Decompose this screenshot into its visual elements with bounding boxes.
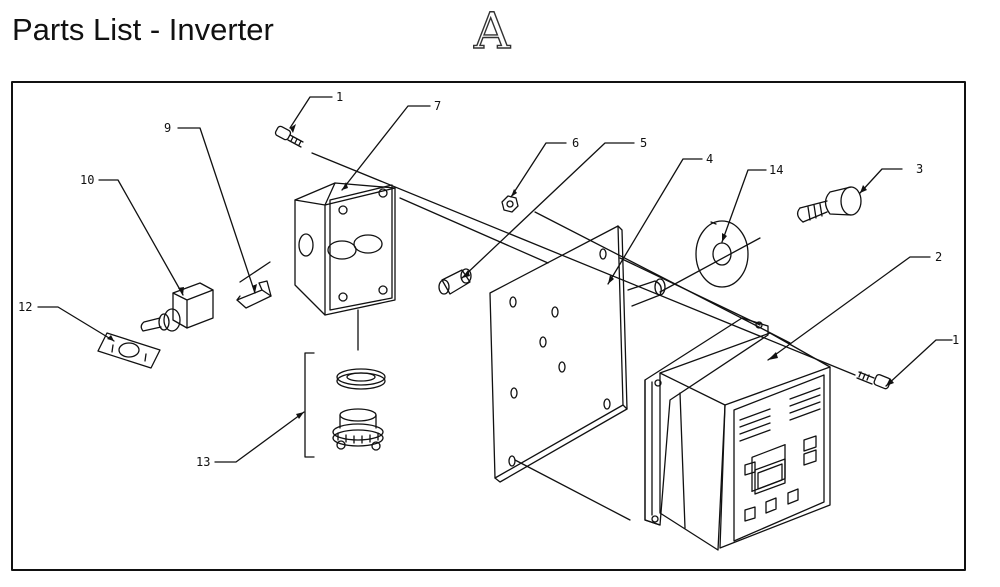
label-part-5: 5 [640,136,647,150]
leader-lines [37,96,953,463]
part-10-toggle-switch [140,282,214,332]
label-part-3: 3 [916,162,923,176]
part-6-nut [501,195,519,213]
label-part-10: 10 [80,173,94,187]
part-2-inverter-unit [644,317,831,551]
label-part-7: 7 [434,99,441,113]
part-12-plate [97,332,161,369]
part-9-block [236,280,272,309]
part-1-right-screw [856,371,892,390]
assembly-lines [239,152,856,521]
part-7-enclosure [294,182,396,316]
part-1-top-screw [274,125,304,148]
label-part-12: 12 [18,300,32,314]
leader-arrowheads [107,124,894,419]
label-part-2: 2 [935,250,942,264]
label-part-6: 6 [572,136,579,150]
part-13-nut-bushing [304,352,386,458]
part-14-washer [695,220,749,288]
label-part-1-top: 1 [336,90,343,104]
part-5-standoff [438,268,472,295]
label-part-1-right: 1 [952,333,959,347]
label-part-14: 14 [769,163,783,177]
label-part-4: 4 [706,152,713,166]
part-number-labels: 1 7 9 10 12 13 6 5 4 14 3 2 1 [18,90,959,469]
page-title: Parts List - Inverter [12,12,274,47]
diagram-frame [11,81,966,571]
label-part-13: 13 [196,455,210,469]
part-3-knob [796,186,862,223]
label-part-9: 9 [164,121,171,135]
view-letter: A [473,1,511,60]
part-4-mounting-plate [489,225,666,483]
